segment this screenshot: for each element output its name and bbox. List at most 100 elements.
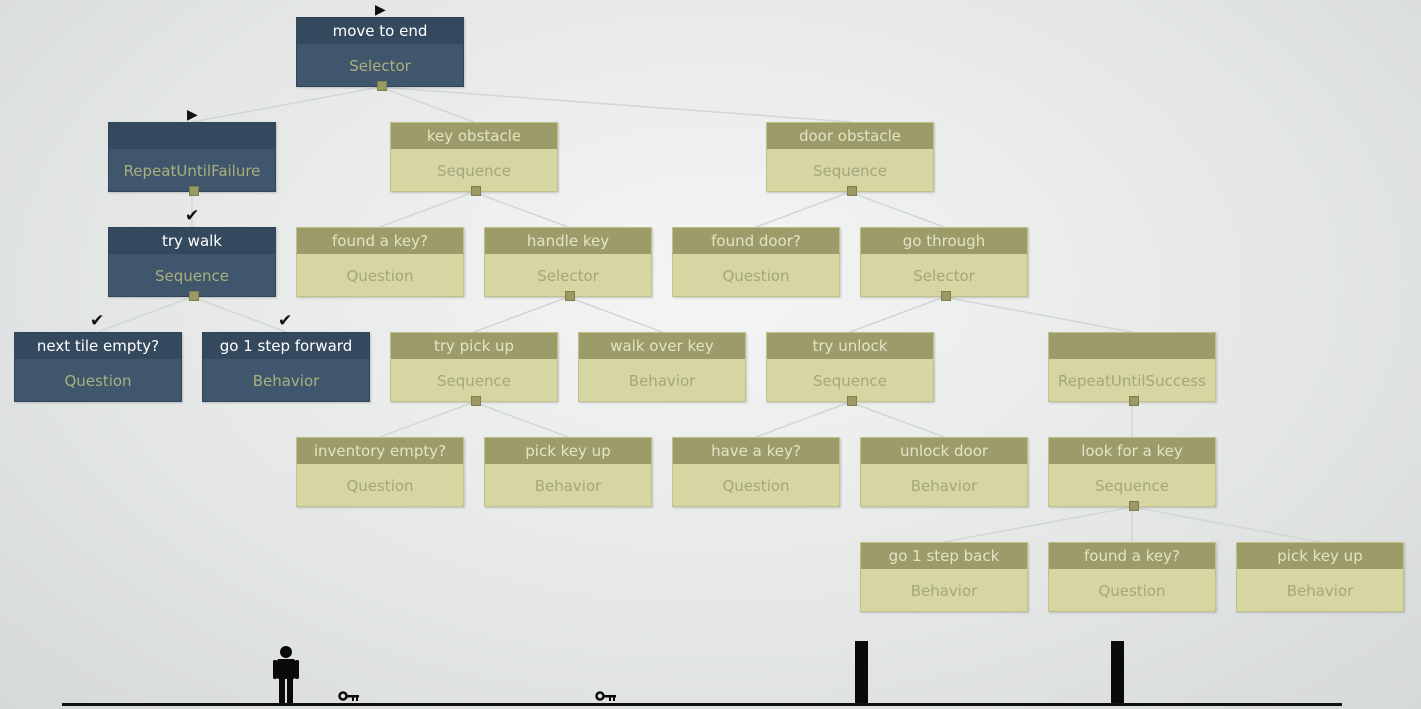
node-title bbox=[109, 123, 275, 149]
node-type: Sequence bbox=[155, 267, 229, 285]
tree-edge bbox=[191, 86, 381, 123]
node-next-tile-empty[interactable]: next tile empty? Question bbox=[14, 332, 182, 402]
node-go-through[interactable]: go through Selector bbox=[860, 227, 1028, 301]
node-repeat-until-failure[interactable]: RepeatUntilFailure bbox=[108, 122, 276, 196]
node-port[interactable] bbox=[471, 186, 481, 196]
node-title: move to end bbox=[297, 18, 463, 44]
node-port[interactable] bbox=[847, 396, 857, 406]
node-key-obstacle[interactable]: key obstacle Sequence bbox=[390, 122, 558, 196]
node-pick-key-up-2[interactable]: pick key up Behavior bbox=[1236, 542, 1404, 612]
key-icon bbox=[595, 691, 616, 701]
node-title: key obstacle bbox=[391, 123, 557, 149]
tree-edge bbox=[473, 401, 569, 438]
node-type: Question bbox=[346, 267, 414, 285]
node-title: found door? bbox=[673, 228, 839, 254]
node-type: Sequence bbox=[437, 162, 511, 180]
node-port[interactable] bbox=[1129, 396, 1139, 406]
node-type: Behavior bbox=[252, 372, 320, 390]
node-type: Sequence bbox=[437, 372, 511, 390]
tree-edge bbox=[755, 401, 851, 438]
node-type: Sequence bbox=[813, 162, 887, 180]
node-found-a-key-1[interactable]: found a key? Question bbox=[296, 227, 464, 297]
node-port[interactable] bbox=[1129, 501, 1139, 511]
tree-edge bbox=[567, 296, 663, 333]
tree-edge bbox=[849, 401, 945, 438]
node-title: go through bbox=[861, 228, 1027, 254]
node-type: Behavior bbox=[1286, 582, 1354, 600]
node-port[interactable] bbox=[941, 291, 951, 301]
node-title: go 1 step forward bbox=[203, 333, 369, 359]
node-try-unlock[interactable]: try unlock Sequence bbox=[766, 332, 934, 406]
tree-edge bbox=[849, 296, 945, 333]
node-title: inventory empty? bbox=[297, 438, 463, 464]
person-icon bbox=[273, 646, 299, 703]
node-unlock-door[interactable]: unlock door Behavior bbox=[860, 437, 1028, 507]
tree-edge bbox=[379, 86, 851, 123]
node-handle-key[interactable]: handle key Selector bbox=[484, 227, 652, 301]
node-type: RepeatUntilFailure bbox=[123, 162, 261, 180]
success-check-next-tile: ✔ bbox=[90, 311, 105, 331]
node-pick-key-up-1[interactable]: pick key up Behavior bbox=[484, 437, 652, 507]
node-port[interactable] bbox=[847, 186, 857, 196]
node-look-for-a-key[interactable]: look for a key Sequence bbox=[1048, 437, 1216, 511]
node-type: Sequence bbox=[1095, 477, 1169, 495]
node-title: look for a key bbox=[1049, 438, 1215, 464]
success-check-step-forward: ✔ bbox=[278, 311, 293, 331]
tree-edge bbox=[379, 86, 475, 123]
node-type: RepeatUntilSuccess bbox=[1058, 372, 1206, 390]
tree-edge bbox=[943, 506, 1133, 543]
tree-edge bbox=[473, 296, 569, 333]
node-try-walk[interactable]: try walk Sequence bbox=[108, 227, 276, 301]
door-1 bbox=[855, 641, 868, 703]
tree-edge bbox=[379, 191, 475, 228]
door-2 bbox=[1111, 641, 1124, 703]
node-found-door[interactable]: found door? Question bbox=[672, 227, 840, 297]
node-type: Behavior bbox=[910, 582, 978, 600]
tree-edge bbox=[97, 296, 193, 333]
node-type: Question bbox=[64, 372, 132, 390]
node-title: pick key up bbox=[1237, 543, 1403, 569]
node-type: Question bbox=[346, 477, 414, 495]
node-inventory-empty[interactable]: inventory empty? Question bbox=[296, 437, 464, 507]
node-type: Behavior bbox=[534, 477, 602, 495]
node-title bbox=[1049, 333, 1215, 359]
node-title: found a key? bbox=[297, 228, 463, 254]
node-title: try unlock bbox=[767, 333, 933, 359]
node-door-obstacle[interactable]: door obstacle Sequence bbox=[766, 122, 934, 196]
node-title: try pick up bbox=[391, 333, 557, 359]
node-port[interactable] bbox=[377, 81, 387, 91]
node-port[interactable] bbox=[189, 186, 199, 196]
node-type: Question bbox=[722, 267, 790, 285]
tree-edge bbox=[755, 191, 851, 228]
tree-edge bbox=[191, 296, 287, 333]
tree-edge bbox=[379, 401, 475, 438]
node-go-1-step-back[interactable]: go 1 step back Behavior bbox=[860, 542, 1028, 612]
ground-line bbox=[62, 703, 1342, 706]
key-icon bbox=[338, 691, 359, 701]
node-have-a-key[interactable]: have a key? Question bbox=[672, 437, 840, 507]
node-type: Sequence bbox=[813, 372, 887, 390]
node-port[interactable] bbox=[189, 291, 199, 301]
node-type: Selector bbox=[537, 267, 599, 285]
node-title: handle key bbox=[485, 228, 651, 254]
tree-edge bbox=[943, 296, 1133, 333]
node-go-1-step-forward[interactable]: go 1 step forward Behavior bbox=[202, 332, 370, 402]
node-walk-over-key[interactable]: walk over key Behavior bbox=[578, 332, 746, 402]
node-try-pick-up[interactable]: try pick up Sequence bbox=[390, 332, 558, 406]
tree-edge bbox=[849, 191, 945, 228]
node-title: found a key? bbox=[1049, 543, 1215, 569]
node-port[interactable] bbox=[471, 396, 481, 406]
node-found-a-key-2[interactable]: found a key? Question bbox=[1048, 542, 1216, 612]
running-marker-repeat: ▶ bbox=[187, 107, 198, 123]
node-repeat-until-success[interactable]: RepeatUntilSuccess bbox=[1048, 332, 1216, 406]
node-type: Behavior bbox=[910, 477, 978, 495]
node-move-to-end[interactable]: move to end Selector bbox=[296, 17, 464, 91]
node-type: Question bbox=[722, 477, 790, 495]
node-title: pick key up bbox=[485, 438, 651, 464]
node-title: next tile empty? bbox=[15, 333, 181, 359]
node-type: Selector bbox=[913, 267, 975, 285]
node-port[interactable] bbox=[565, 291, 575, 301]
node-type: Behavior bbox=[628, 372, 696, 390]
node-title: go 1 step back bbox=[861, 543, 1027, 569]
